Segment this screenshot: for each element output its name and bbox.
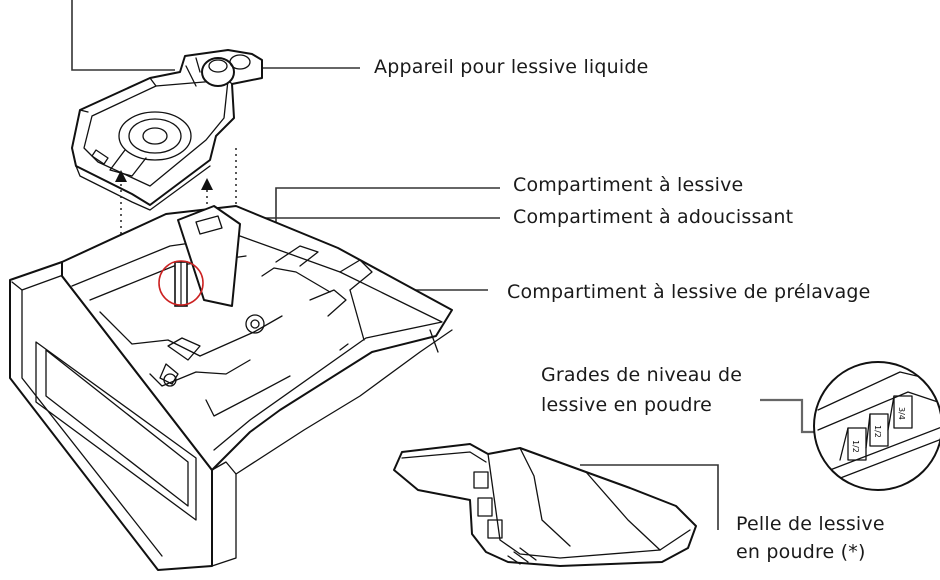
scale-mark-2: 1/2 <box>873 425 882 438</box>
label-level-grades-line1: Grades de niveau de <box>541 364 743 386</box>
scale-mark-3: 3/4 <box>897 407 906 420</box>
compartment-flap <box>177 205 241 307</box>
label-softener-compartment: Compartiment à adoucissant <box>513 206 794 228</box>
siphon-post <box>174 261 188 307</box>
leader-top-left <box>71 0 175 71</box>
drawer-body <box>61 205 453 567</box>
label-prewash-compartment: Compartiment à lessive de prélavage <box>507 281 871 303</box>
highlight-circle <box>158 260 204 306</box>
powder-scoop <box>393 443 697 567</box>
label-liquid-device: Appareil pour lessive liquide <box>374 56 649 78</box>
level-grades-detail: 1/2 1/2 3/4 <box>813 361 940 491</box>
label-detergent-compartment: Compartiment à lessive <box>513 174 744 196</box>
leader-detergent <box>275 187 500 240</box>
label-scoop-line2: en poudre (*) <box>736 541 866 563</box>
leader-scoop <box>580 464 719 530</box>
label-level-grades-line2: lessive en poudre <box>541 394 713 416</box>
scale-mark-1: 1/2 <box>851 440 860 453</box>
liquid-detergent-device <box>71 49 263 211</box>
drawer-front-panel <box>9 261 213 571</box>
label-scoop-line1: Pelle de lessive <box>736 513 885 535</box>
